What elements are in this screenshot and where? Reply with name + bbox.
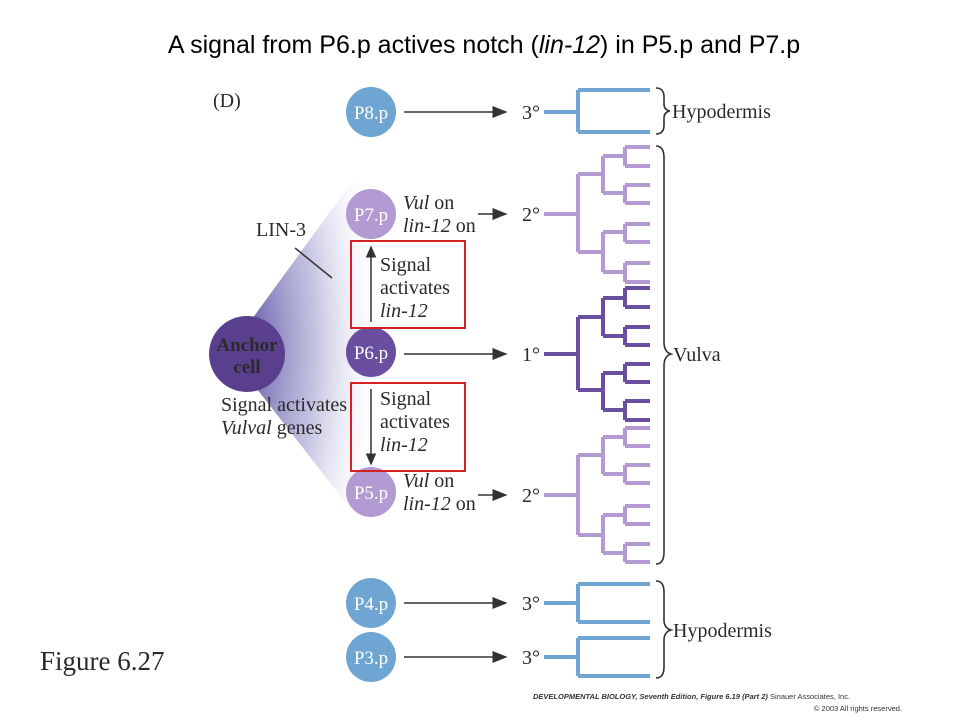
anchor-signal-text-2: Vulval genes [221,417,322,439]
cell-p8-label: P8.p [354,103,388,124]
lineage-p5 [544,426,650,564]
fate-label-p6: 1° [522,344,540,366]
lower-signal-text-3: lin-12 [380,434,428,456]
fate-label-p4: 3° [522,593,540,615]
lower-signal-text-1: Signal [380,388,432,410]
lineage-p8 [544,88,650,134]
outcome-vulva: Vulva [673,344,721,366]
lineage-p3 [544,636,650,678]
cell-p7 [346,189,396,239]
p5-vul-on: Vul on [403,470,454,492]
cell-p4-label: P4.p [354,594,388,615]
cell-p4 [346,578,396,628]
cell-p5-label: P5.p [354,483,388,504]
lineage-p4 [544,582,650,624]
p5-lin12-on: lin-12 on [403,493,476,515]
outcome-hypodermis-bottom: Hypodermis [673,620,772,642]
cell-p3 [346,632,396,682]
cell-p7-label: P7.p [354,205,388,226]
upper-signal-highlight-box [350,240,466,329]
fate-label-p7: 2° [522,204,540,226]
fate-label-p5: 2° [522,485,540,507]
outcome-hypodermis-top: Hypodermis [672,101,771,123]
credit-line-2: © 2003 All rights reserved. [814,704,902,713]
anchor-cell [209,316,285,392]
credit-line-1: DEVELOPMENTAL BIOLOGY, Seventh Edition, … [533,692,850,701]
brace-hypodermis-top [655,87,671,135]
cell-p8 [346,87,396,137]
slide-title: A signal from P6.p actives notch (lin-12… [168,31,800,59]
anchor-cell-label-2: cell [233,357,260,378]
fate-label-p8: 3° [522,102,540,124]
lineage-p7 [544,145,650,284]
cell-p3-label: P3.p [354,648,388,669]
cell-p5 [346,467,396,517]
brace-vulva [655,145,674,565]
signal-gradient-cone [228,150,375,540]
upper-signal-text-2: activates [380,277,450,299]
p7-vul-on: Vul on [403,192,454,214]
anchor-signal-text-1: Signal activates [221,394,347,416]
upper-signal-text-1: Signal [380,254,432,276]
cell-p6-label: P6.p [354,343,388,364]
p7-lin12-on: lin-12 on [403,215,476,237]
lower-signal-highlight-box [350,382,466,472]
lower-signal-text-2: activates [380,411,450,433]
lin3-pointer-line [294,247,333,279]
cell-p6 [346,327,396,377]
lin3-label: LIN-3 [256,219,306,241]
fate-label-p3: 3° [522,647,540,669]
brace-hypodermis-bottom [655,580,674,679]
anchor-cell-label-1: Anchor [216,335,278,356]
figure-label: Figure 6.27 [40,646,165,676]
upper-signal-text-3: lin-12 [380,300,428,322]
lineage-p6 [544,286,650,422]
panel-label: (D) [213,90,241,112]
